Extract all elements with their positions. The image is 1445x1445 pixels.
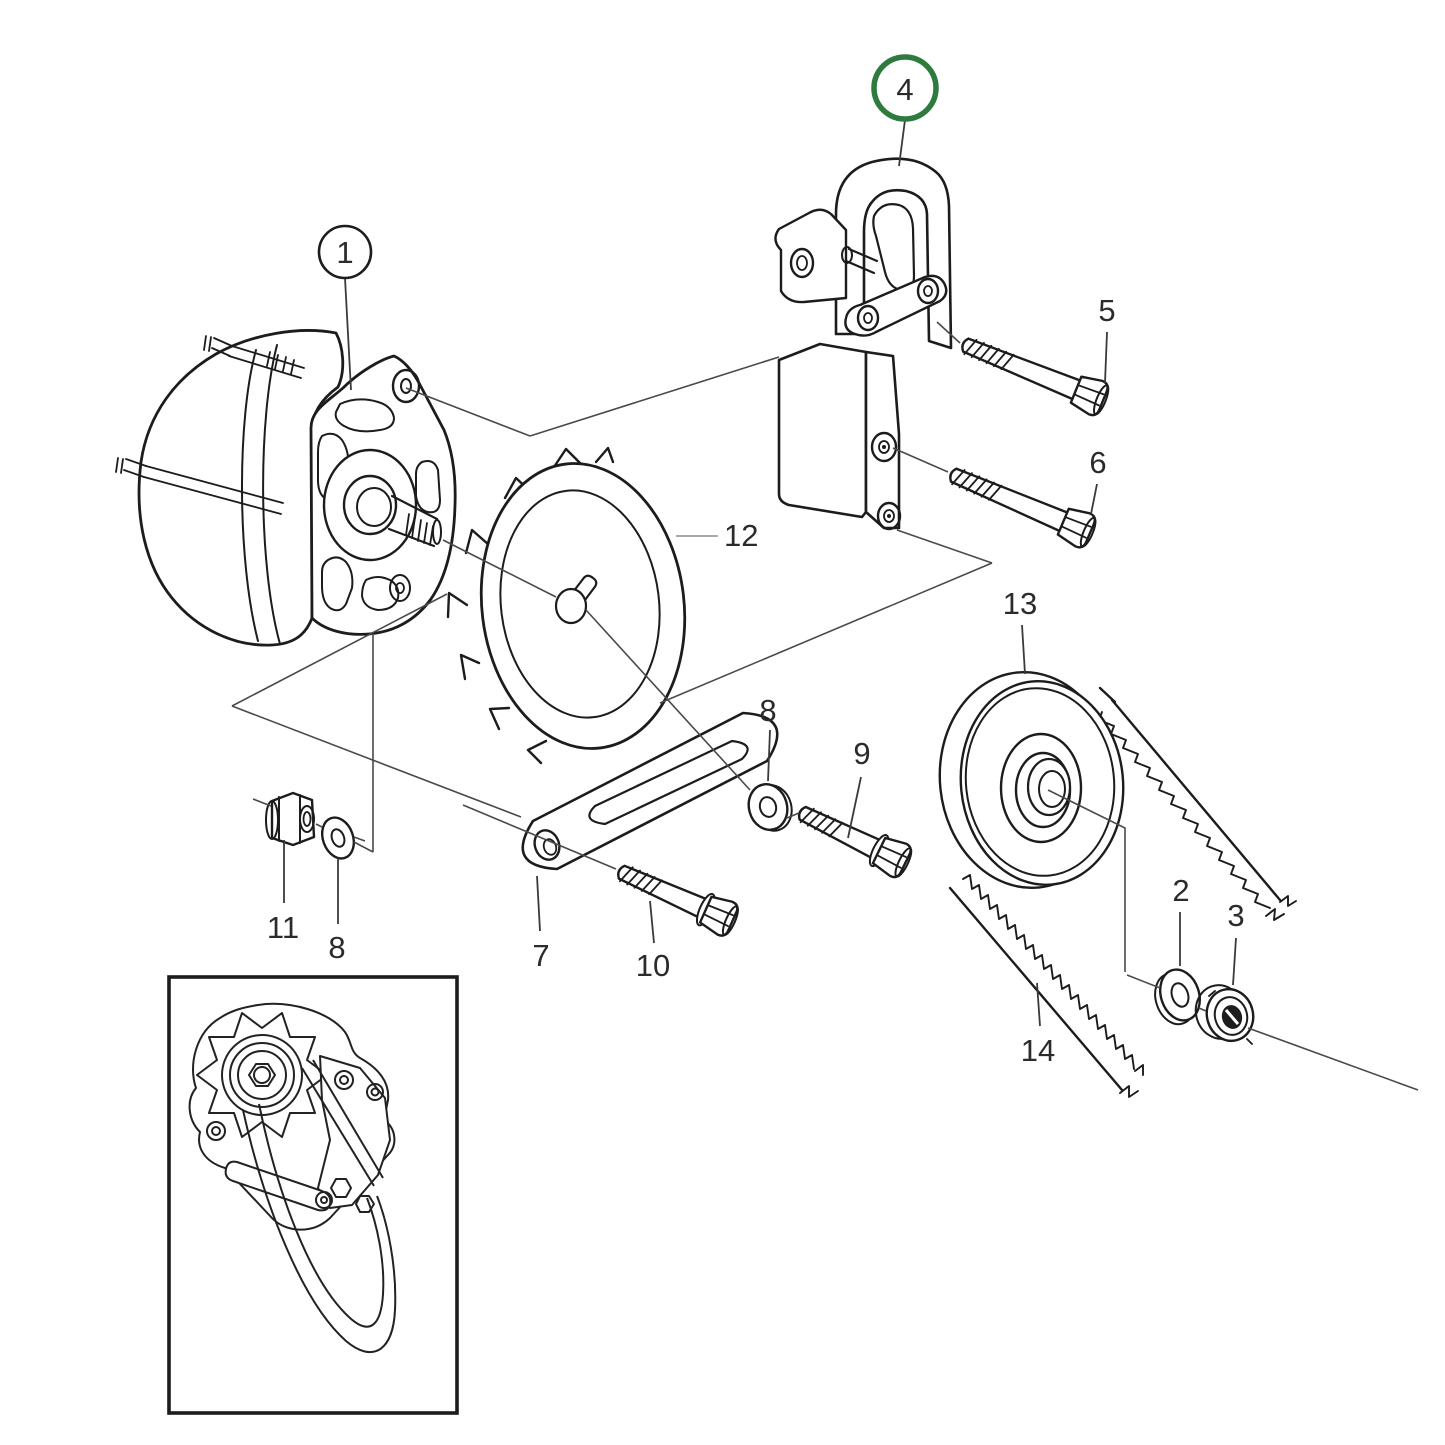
- bracket-flange: [864, 350, 901, 530]
- callout-10-label: 10: [636, 948, 670, 983]
- callout-3-label: 3: [1227, 898, 1244, 933]
- callout-14-label: 14: [1021, 1033, 1055, 1068]
- bolt-5: [961, 337, 1110, 417]
- drive-belt-upper-segment: [1098, 686, 1297, 921]
- callout-1-circle: [317, 224, 373, 280]
- inset-belt: [242, 1059, 397, 1353]
- bracket-handle-loop: [834, 157, 953, 350]
- washer-8-upper: [747, 783, 793, 832]
- callout-4-highlight-ring: [871, 54, 939, 122]
- callout-2-label: 2: [1172, 873, 1189, 908]
- bolt-9: [797, 805, 913, 879]
- leader-lines: [283, 119, 1237, 1027]
- washer-2: [1154, 968, 1201, 1026]
- callout-8-upper-label: 8: [759, 693, 776, 728]
- alternator-terminal-stud-top: [203, 335, 305, 379]
- alternator-hub-and-shaft: [322, 448, 442, 562]
- mounting-bracket: [774, 157, 953, 531]
- alternator-mount-hole: [391, 368, 421, 404]
- callout-13-label: 13: [1003, 586, 1037, 621]
- callout-7-label: 7: [532, 938, 549, 973]
- callout-1: 1: [317, 224, 373, 280]
- strap-hole: [533, 829, 561, 861]
- callout-12-label: 12: [724, 518, 758, 553]
- callout-1-label: 1: [336, 235, 353, 270]
- fan-keyhole: [554, 574, 598, 625]
- bracket-body: [777, 342, 868, 519]
- nut-3: [1194, 984, 1255, 1045]
- bracket-bolt-hole-upper: [870, 431, 898, 463]
- strap-slot: [588, 739, 749, 826]
- construction-lines: [231, 321, 1419, 1091]
- alternator-terminal-stud-left: [115, 457, 284, 515]
- bolt-6: [949, 467, 1097, 549]
- nut-11: [265, 791, 316, 847]
- fan: [446, 446, 687, 765]
- callout-5-label: 5: [1098, 293, 1115, 328]
- drive-belt-lower-segment: [948, 874, 1144, 1098]
- callout-11-label: 11: [267, 910, 299, 945]
- callout-4-highlighted: 4: [871, 54, 939, 122]
- bolt-10: [617, 864, 739, 937]
- pulley: [938, 670, 1125, 890]
- alternator-rear-housing: [137, 329, 345, 647]
- inset-strap: [224, 1160, 332, 1212]
- assembled-view-inset: [167, 975, 459, 1415]
- callout-6-label: 6: [1089, 445, 1106, 480]
- washer-8-lower: [320, 816, 356, 860]
- fan-blades: [446, 446, 615, 765]
- alternator: [115, 329, 457, 647]
- inset-pulley: [221, 1034, 303, 1116]
- alternator-small-hole: [389, 574, 411, 602]
- callout-4-label: 4: [896, 72, 913, 107]
- callout-8-lower-label: 8: [328, 930, 345, 965]
- adjusting-strap: [521, 711, 779, 871]
- callout-9-label: 9: [853, 736, 870, 771]
- bracket-bolt-hole-lower: [876, 501, 902, 531]
